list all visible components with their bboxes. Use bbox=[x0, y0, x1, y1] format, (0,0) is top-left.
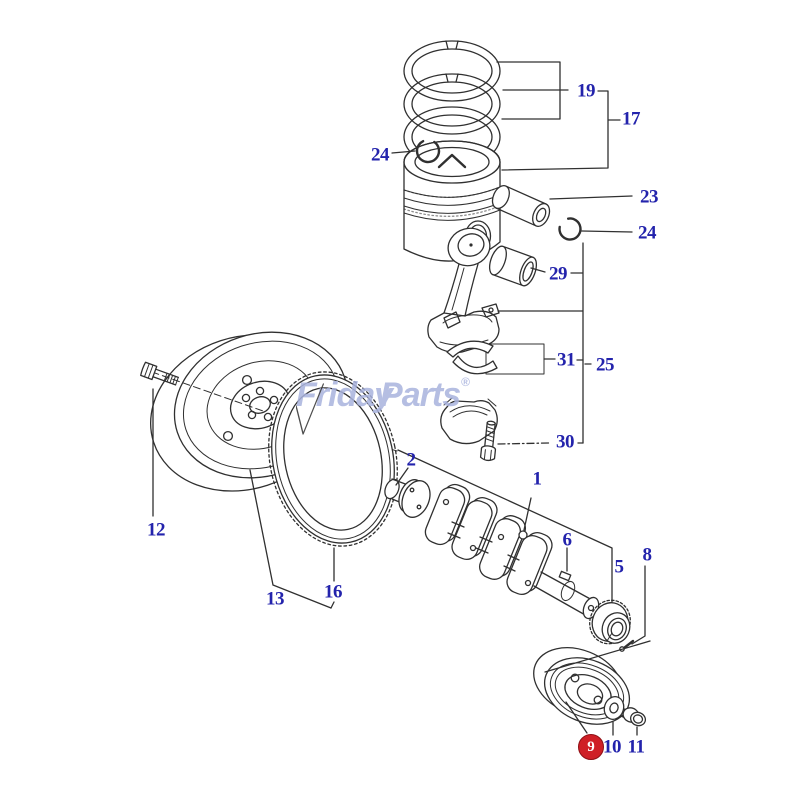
registered-trademark-symbol: ® bbox=[461, 375, 470, 389]
callout-24-left[interactable]: 24 bbox=[371, 144, 390, 166]
callout-8[interactable]: 8 bbox=[642, 544, 653, 566]
callout-29[interactable]: 29 bbox=[549, 263, 568, 285]
watermark-brand-left: Friday bbox=[296, 376, 393, 414]
callout-13[interactable]: 13 bbox=[266, 588, 285, 610]
ring-gear-drawing bbox=[268, 371, 398, 547]
rod-cap-drawing bbox=[440, 397, 498, 445]
rod-bearings-drawing bbox=[446, 340, 545, 375]
snap-ring-left-drawing bbox=[415, 138, 441, 164]
callout-2[interactable]: 2 bbox=[406, 449, 417, 471]
callout-31[interactable]: 31 bbox=[557, 349, 576, 371]
snap-ring-right-drawing bbox=[558, 217, 582, 241]
callout-23[interactable]: 23 bbox=[640, 186, 659, 208]
piston-pin-drawing bbox=[491, 185, 551, 227]
crankshaft-drawing bbox=[384, 478, 600, 620]
washer-drawing bbox=[603, 696, 625, 720]
callout-9[interactable]: 9 bbox=[578, 734, 604, 760]
callout-11[interactable]: 11 bbox=[627, 736, 645, 758]
callout-25[interactable]: 25 bbox=[596, 354, 615, 376]
callout-16[interactable]: 16 bbox=[324, 581, 343, 603]
small-end-bushing-drawing bbox=[488, 245, 538, 287]
callout-10[interactable]: 10 bbox=[603, 736, 622, 758]
callout-12[interactable]: 12 bbox=[147, 519, 166, 541]
leader-lines bbox=[152, 61, 651, 736]
crank-gear-drawing bbox=[589, 599, 631, 645]
callout-6[interactable]: 6 bbox=[562, 529, 573, 551]
callout-19[interactable]: 19 bbox=[577, 80, 596, 102]
rod-bolt-drawing bbox=[479, 420, 497, 462]
callout-5[interactable]: 5 bbox=[614, 556, 625, 578]
pulley-bolt-drawing bbox=[620, 707, 647, 727]
callout-1[interactable]: 1 bbox=[532, 468, 543, 490]
callout-24-right[interactable]: 24 bbox=[638, 222, 657, 244]
callout-30[interactable]: 30 bbox=[556, 431, 575, 453]
callout-17[interactable]: 17 bbox=[622, 108, 641, 130]
flywheel-bolt-drawing bbox=[140, 361, 179, 386]
watermark-brand-right: Parts bbox=[380, 376, 461, 414]
